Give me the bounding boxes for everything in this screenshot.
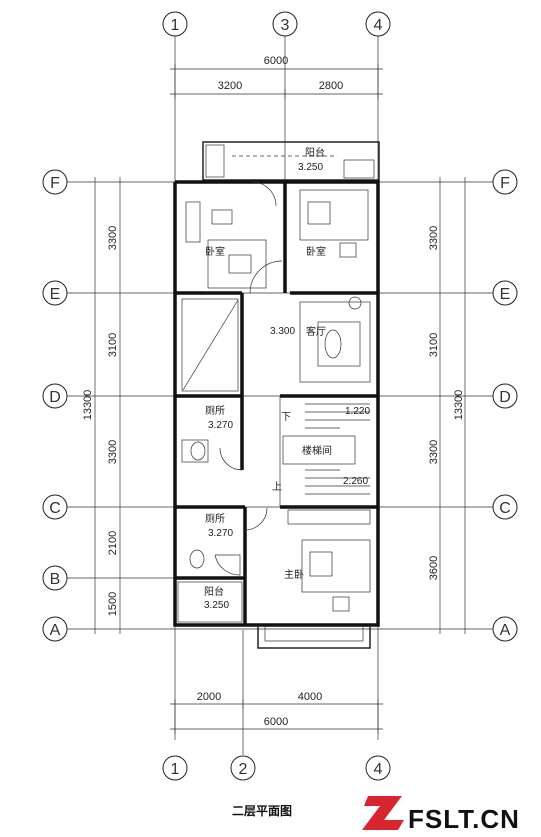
label-stair-level-2: 2.260	[343, 476, 368, 487]
label-stair-down: 下	[281, 412, 291, 423]
walls	[173, 141, 380, 649]
furniture	[177, 189, 371, 623]
axis-label-A-left: A	[50, 622, 61, 639]
brand-text: FSLT.CN	[408, 804, 520, 834]
stair-treads	[282, 403, 370, 495]
axis-top-group: 1 3 4	[162, 11, 391, 37]
toilet-icon	[189, 549, 205, 569]
axis-label-2-bottom: 2	[239, 761, 248, 778]
label-balcony-bottom: 阳台	[204, 585, 224, 598]
label-master: 主卧	[284, 568, 304, 581]
dim-left-ed: 3100	[107, 333, 119, 357]
dim-bottom-right: 4000	[298, 691, 322, 703]
dim-bottom-total: 6000	[264, 716, 288, 728]
label-balcony-top-level: 3.250	[298, 162, 323, 173]
axis-label-C-left: C	[49, 500, 61, 517]
brand-logo: FSLT.CN	[362, 796, 520, 834]
brand-z-icon	[362, 796, 404, 830]
bed-icon	[301, 539, 371, 593]
bed-icon	[299, 189, 369, 241]
axis-label-E-left: E	[50, 286, 61, 303]
dims-left: 13300 3300 3100 3300 2100 1500	[82, 177, 121, 634]
label-stair-up: 上	[272, 481, 282, 493]
dim-left-dc: 3300	[107, 440, 119, 464]
dim-left-total: 13300	[82, 390, 94, 421]
label-toilet-lower-level: 3.270	[208, 528, 233, 539]
axis-label-B-left: B	[50, 571, 61, 588]
label-toilet-lower: 厕所	[205, 513, 225, 525]
label-bedroom-left: 卧室	[205, 245, 225, 258]
dim-top-total: 6000	[264, 55, 288, 67]
axis-label-F-right: F	[500, 175, 510, 192]
axis-label-D-right: D	[499, 389, 511, 406]
label-living-level: 3.300	[270, 326, 295, 337]
dims-right: 13300 3300 3100 3300 3600	[428, 177, 466, 634]
label-toilet-upper: 厕所	[205, 405, 225, 417]
axis-rows-group: F F E E D D C C B A A	[42, 169, 518, 642]
dim-right-ed: 3100	[428, 333, 440, 357]
dim-left-ba: 1500	[107, 592, 119, 616]
label-living: 客厅	[306, 325, 326, 338]
room-labels: 阳台 3.250 卧室 卧室 客厅 3.300 厕所 3.270 楼梯间 1.2…	[204, 146, 370, 611]
axis-label-4-top: 4	[374, 17, 383, 34]
dims-top: 6000 3200 2800	[170, 55, 383, 99]
axis-label-A-right: A	[500, 622, 511, 639]
label-balcony-bottom-level: 3.250	[204, 600, 229, 611]
label-stair-level-1: 1.220	[345, 406, 370, 417]
axis-label-1-top: 1	[171, 17, 180, 34]
toilet-icon	[181, 439, 209, 463]
axis-label-C-right: C	[499, 500, 511, 517]
axis-label-F-left: F	[50, 175, 60, 192]
dim-bottom-left: 2000	[197, 691, 221, 703]
dim-right-total: 13300	[453, 390, 465, 421]
label-stair: 楼梯间	[302, 444, 332, 457]
axis-label-1-bottom: 1	[171, 761, 180, 778]
label-bedroom-right: 卧室	[306, 245, 326, 258]
dims-bottom: 2000 4000 6000	[170, 691, 383, 734]
dim-right-dc: 3300	[428, 440, 440, 464]
exterior-wall	[173, 180, 380, 627]
balcony-bottom-outline	[177, 581, 243, 623]
axis-label-E-right: E	[500, 286, 511, 303]
dim-left-cb: 2100	[107, 531, 119, 555]
balcony-top-outline	[202, 141, 380, 181]
bed-icon	[207, 239, 267, 289]
axis-label-4-bottom: 4	[374, 761, 383, 778]
axis-label-3-top: 3	[281, 17, 290, 34]
dim-left-fe: 3300	[107, 226, 119, 250]
label-balcony-top: 阳台	[305, 146, 325, 159]
dim-right-ca: 3600	[428, 556, 440, 580]
dim-right-fe: 3300	[428, 226, 440, 250]
dim-top-right: 2800	[319, 80, 343, 92]
label-toilet-upper-level: 3.270	[208, 420, 233, 431]
axis-label-D-left: D	[49, 389, 61, 406]
axis-bottom-group: 1 2 4	[162, 755, 391, 781]
plan-caption: 二层平面图	[232, 804, 292, 818]
dim-top-left: 3200	[218, 80, 242, 92]
sofa-icon	[299, 301, 371, 383]
